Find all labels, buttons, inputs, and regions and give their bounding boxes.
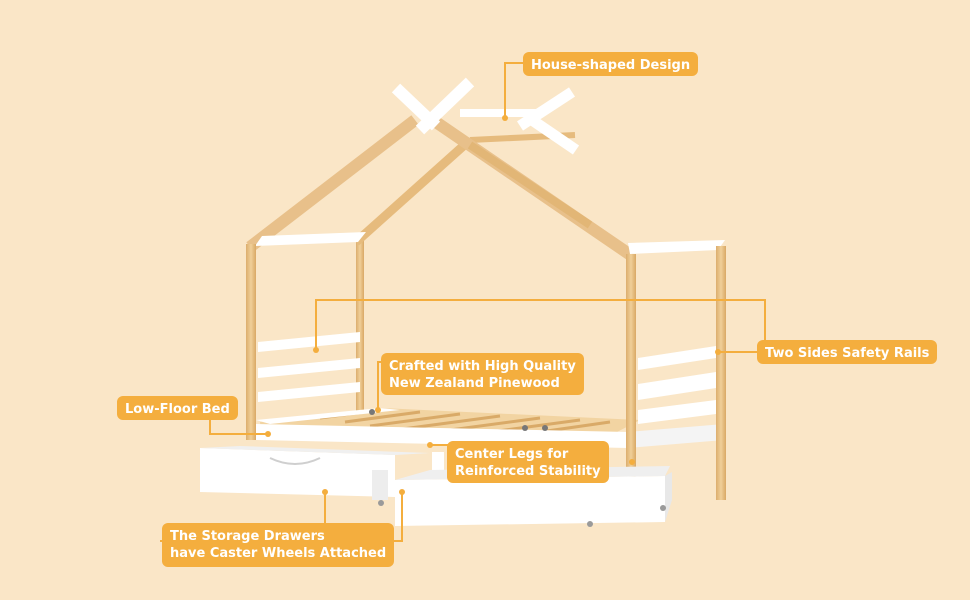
right-safety-rails xyxy=(638,346,716,424)
callout-text-line1: Crafted with High Quality xyxy=(389,359,576,374)
callout-center-legs: Center Legs for Reinforced Stability xyxy=(447,441,609,483)
front-right-post xyxy=(626,254,636,518)
callout-text: Two Sides Safety Rails xyxy=(765,346,930,361)
back-posts xyxy=(356,240,364,418)
leader-dots xyxy=(265,115,721,495)
callout-drawers: The Storage Drawers have Caster Wheels A… xyxy=(162,523,395,567)
callout-text: House-shaped Design xyxy=(531,58,691,73)
callout-text: Low-Floor Bed xyxy=(125,402,230,417)
callout-text-line2: New Zealand Pinewood xyxy=(389,376,560,391)
bed-frame xyxy=(256,408,724,448)
roof-frame xyxy=(246,77,725,261)
callout-text-line1: Center Legs for xyxy=(455,447,569,462)
callout-house-design: House-shaped Design xyxy=(523,52,699,76)
center-leg xyxy=(432,452,444,472)
callout-low-floor: Low-Floor Bed xyxy=(117,396,238,420)
front-left-post xyxy=(246,244,256,440)
left-safety-rails xyxy=(258,332,360,402)
callout-safety-rails: Two Sides Safety Rails xyxy=(757,340,938,364)
callout-text-line2: have Caster Wheels Attached xyxy=(170,546,387,561)
back-right-post xyxy=(716,246,726,500)
callout-text-line1: The Storage Drawers xyxy=(170,529,325,544)
callout-text-line2: Reinforced Stability xyxy=(455,464,601,479)
callout-pinewood: Crafted with High Quality New Zealand Pi… xyxy=(381,353,584,395)
